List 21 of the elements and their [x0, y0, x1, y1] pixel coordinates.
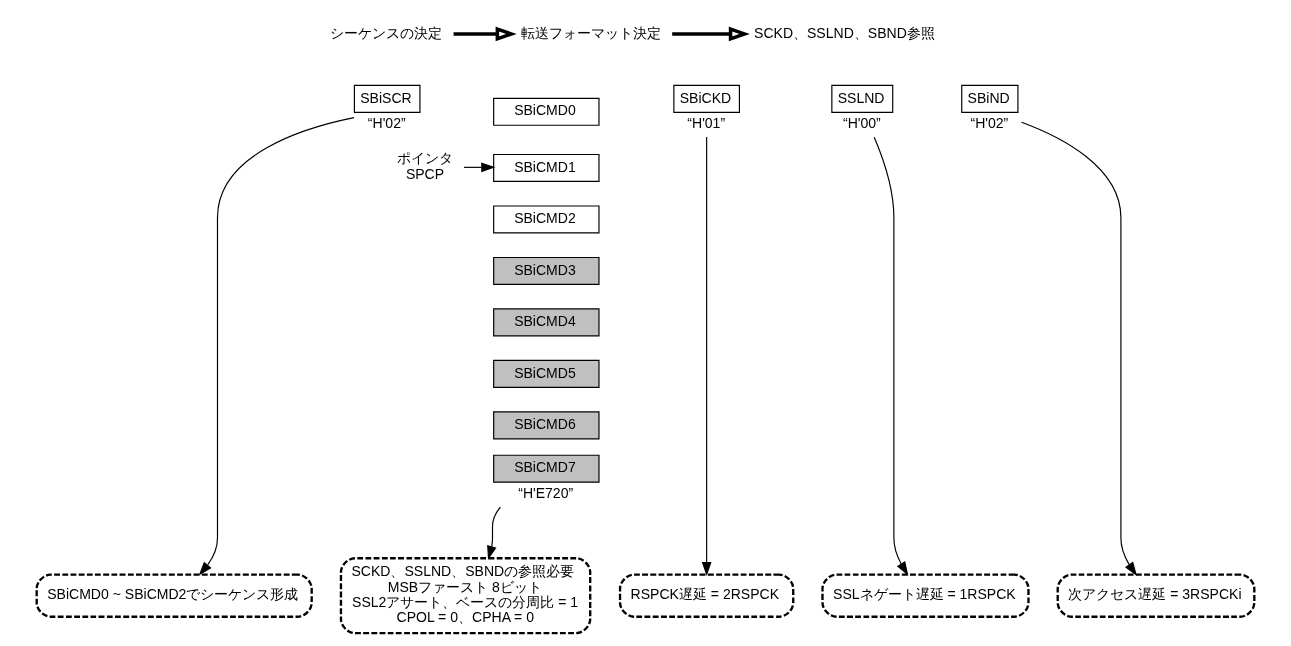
arrow — [453, 26, 517, 42]
arrow — [487, 506, 502, 560]
node-box: SSLネゲート遅延 = 1RSPCK — [821, 573, 1030, 618]
arrow — [1021, 121, 1137, 576]
arrow — [873, 136, 909, 576]
node-label: “H'00” — [842, 115, 881, 132]
arrow — [701, 136, 712, 576]
node-text: ポインタ SPCP — [397, 150, 454, 182]
node-text: 転送フォーマット決定 — [521, 24, 662, 41]
node-label: “H'02” — [970, 115, 1009, 132]
node-box: 次アクセス遅延 = 3RSPCKi — [1056, 573, 1256, 618]
node-label: “H'02” — [367, 115, 406, 132]
node-label: “H'E720” — [518, 485, 574, 502]
arrow — [672, 26, 750, 42]
node-box: SBiCMD0 ~ SBiCMD2でシーケンス形成 — [35, 573, 313, 618]
arrow — [198, 117, 355, 576]
node-text: SCKD、SSLND、SBND参照 — [754, 24, 935, 41]
node-box: SCKD、SSLND、SBNDの参照必要 MSBファースト 8ビット SSL2アサート、ベースの分周比 = 1 CPOL = 0、CPHA = 0 — [339, 557, 592, 635]
node-label: “H'01” — [687, 115, 726, 132]
node-box: RSPCK遅延 = 2RSPCK — [618, 573, 795, 618]
node-text: シーケンスの決定 — [330, 24, 443, 41]
